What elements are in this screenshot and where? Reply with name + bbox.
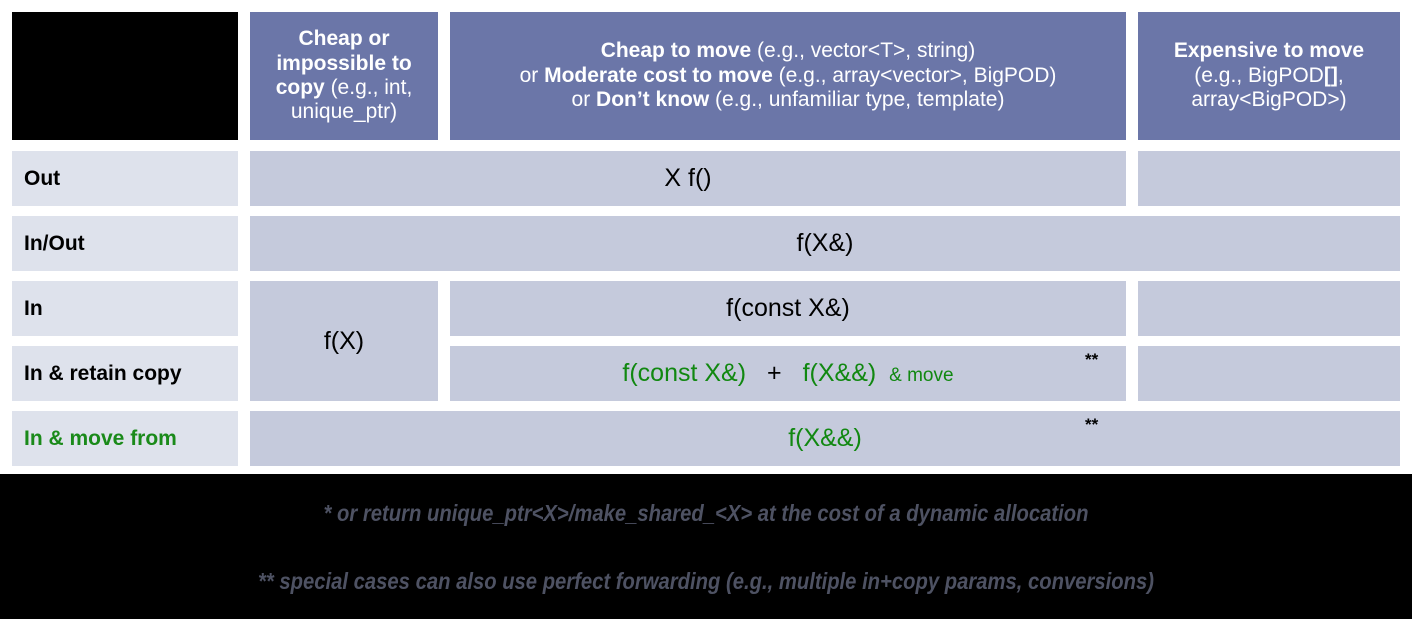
cell-text-group: f(const X&) + f(X&&) & move (622, 359, 953, 388)
cell-in-move-from-main: f(X&&) (250, 411, 1400, 466)
cell-text: X f() (664, 164, 712, 192)
header-plain-text: or (571, 88, 597, 112)
header-bold-text: Cheap or impossible to copy (275, 27, 412, 99)
cell-text: f(const X&) (726, 294, 850, 322)
row-label-in-retain-copy: In & retain copy (12, 346, 238, 401)
header-plain-text: (e.g., int, unique_ptr) (290, 76, 413, 124)
header-plain-text: (e.g., unfamiliar type, template) (709, 88, 1005, 112)
footnote-single-asterisk: * or return unique_ptr<X>/make_shared_<X… (85, 500, 1328, 527)
table-corner-cell (12, 12, 238, 140)
footnote-text: ** special cases can also use perfect fo… (258, 568, 1154, 594)
cell-text-const-ref: f(const X&) (622, 359, 747, 387)
header-line-3: or Don’t know (e.g., unfamiliar type, te… (520, 88, 1057, 112)
footer-band (0, 474, 1412, 619)
header-plain-text: (e.g., array<vector>, BigPOD) (772, 63, 1057, 87)
header-plain-text: array<BigPOD>) (1191, 88, 1347, 112)
cell-in-retain-copy-main: f(const X&) + f(X&&) & move (450, 346, 1126, 401)
header-bold-text: Don’t know (596, 88, 710, 112)
row-label-text: In & move from (24, 426, 177, 450)
column-header-cheap-or-impossible-to-copy: Cheap or impossible to copy (e.g., int, … (250, 12, 438, 140)
cell-in-retain-copy-expensive (1138, 346, 1400, 401)
header-line-3: array<BigPOD>) (1174, 88, 1364, 112)
row-label-text: In/Out (24, 231, 85, 255)
header-line-1: Expensive to move (1174, 39, 1364, 63)
row-label-text: In (24, 296, 43, 320)
row-label-in: In (12, 281, 238, 336)
header-bold-text: Cheap to move (600, 39, 752, 63)
cell-in-fx: f(X) (250, 281, 438, 401)
footnote-marker-text: ** (1085, 350, 1099, 369)
column-header-expensive-to-move: Expensive to move (e.g., BigPOD[], array… (1138, 12, 1400, 140)
footnote-text: * or return unique_ptr<X>/make_shared_<X… (323, 500, 1089, 526)
row-label-in-move-from: In & move from (12, 411, 238, 466)
cell-out-main: X f() (250, 151, 1126, 206)
header-line-2: or Moderate cost to move (e.g., array<ve… (520, 64, 1057, 88)
cell-text: f(X&) (796, 229, 854, 257)
cell-in-out-main: f(X&) (250, 216, 1400, 271)
row-label-text: In & retain copy (24, 361, 182, 385)
header-bold-text: Expensive to move (1173, 39, 1365, 63)
cell-text: f(X&&) (788, 424, 862, 452)
cell-text: f(X) (323, 326, 365, 355)
header-line-1: Cheap to move (e.g., vector<T>, string) (520, 39, 1057, 63)
footnote-double-asterisk: ** special cases can also use perfect fo… (85, 568, 1328, 595)
cell-in-main: f(const X&) (450, 281, 1126, 336)
cell-in-expensive (1138, 281, 1400, 336)
cell-out-expensive (1138, 151, 1400, 206)
header-plain-text: (e.g., vector<T>, string) (751, 39, 976, 63)
header-plain-text: or (519, 63, 545, 87)
row-label-in-out: In/Out (12, 216, 238, 271)
footnote-marker-text: ** (1085, 415, 1099, 434)
header-plain-text: , (1337, 63, 1344, 87)
row-label-text: Out (24, 166, 61, 190)
footnote-marker-retain-copy: ** (1085, 350, 1098, 370)
header-line-2: (e.g., BigPOD[], (1174, 64, 1364, 88)
column-header-cheap-to-move: Cheap to move (e.g., vector<T>, string) … (450, 12, 1126, 140)
cell-text-plus: + (767, 359, 782, 387)
cell-text-rvalue-ref: f(X&&) (802, 359, 877, 387)
header-plain-text: (e.g., BigPOD (1194, 63, 1324, 87)
header-bold-text: [] (1323, 63, 1338, 87)
cell-text-and-move: & move (889, 365, 954, 386)
row-label-out: Out (12, 151, 238, 206)
header-bold-text: Moderate cost to move (544, 63, 773, 87)
footnote-marker-move-from: ** (1085, 415, 1098, 435)
